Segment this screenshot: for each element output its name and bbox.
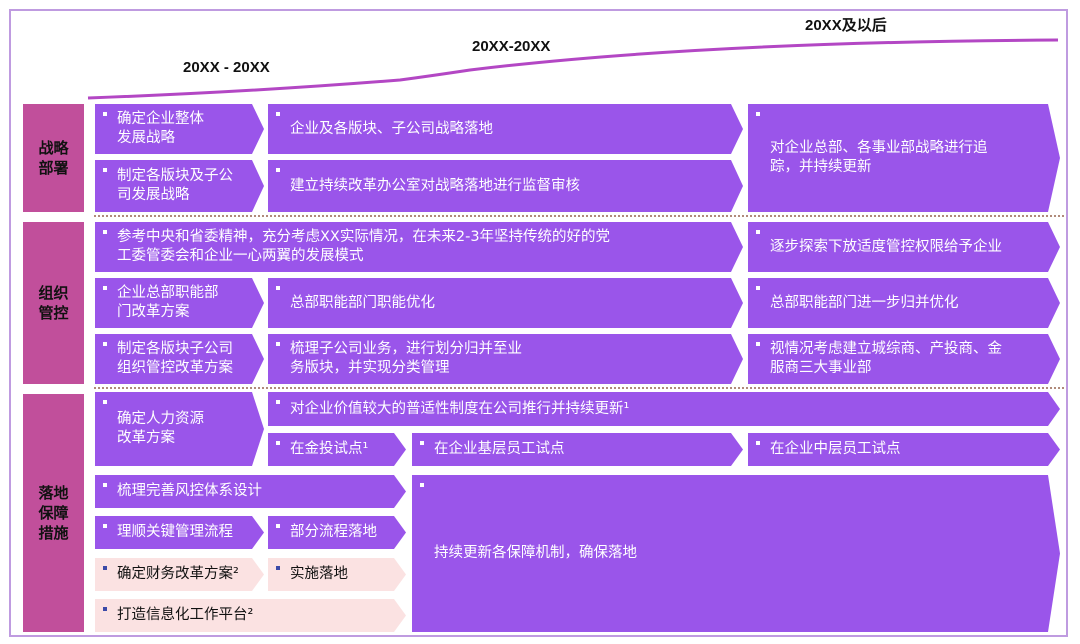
org-box-hq-plan: 企业总部职能部 门改革方案 [95, 278, 264, 328]
org-box-hq-optimize: 总部职能部门职能优化 [268, 278, 743, 328]
org-box-sub-plan: 制定各版块子公司 组织管控改革方案 [95, 334, 264, 384]
support-box-hr-plan: 确定人力资源 改革方案 [95, 392, 264, 466]
period-3-label: 20XX及以后 [805, 17, 887, 34]
support-box-risk-control: 梳理完善风控体系设计 [95, 475, 406, 508]
category-support-measures: 落地 保障 措施 [23, 394, 84, 632]
support-box-pilot-jintou: 在金投试点¹ [268, 433, 406, 466]
strategy-box-overall: 确定企业整体 发展战略 [95, 104, 264, 154]
org-box-sub-business: 梳理子公司业务，进行划分归并至业 务版块，并实现分类管理 [268, 334, 743, 384]
strategy-box-office: 建立持续改革办公室对战略落地进行监督审核 [268, 160, 743, 212]
strategy-box-tracking: 对企业总部、各事业部战略进行追 踪，并持续更新 [748, 104, 1060, 212]
separator-1 [94, 215, 1064, 217]
support-box-system-rollout: 对企业价值较大的普适性制度在公司推行并持续更新¹ [268, 392, 1060, 426]
separator-2 [94, 387, 1064, 389]
support-box-implement: 实施落地 [268, 558, 406, 591]
category-strategy: 战略 部署 [23, 104, 84, 212]
support-box-continuous-update: 持续更新各保障机制，确保落地 [412, 475, 1060, 632]
org-box-model: 参考中央和省委精神，充分考虑XX实际情况，在未来2-3年坚持传统的好的党 工委管… [95, 222, 743, 272]
org-box-business-units: 视情况考虑建立城综商、产投商、金 服商三大事业部 [748, 334, 1060, 384]
period-2-label: 20XX-20XX [472, 38, 551, 55]
support-box-process-landing: 部分流程落地 [268, 516, 406, 549]
support-box-pilot-base: 在企业基层员工试点 [412, 433, 743, 466]
support-box-key-process: 理顺关键管理流程 [95, 516, 264, 549]
support-box-pilot-middle: 在企业中层员工试点 [748, 433, 1060, 466]
timeline-curve [87, 38, 1059, 100]
strategy-box-segments: 制定各版块及子公 司发展战略 [95, 160, 264, 212]
org-box-hq-merge: 总部职能部门进一步归并优化 [748, 278, 1060, 328]
org-box-delegation: 逐步探索下放适度管控权限给予企业 [748, 222, 1060, 272]
period-1-label: 20XX - 20XX [183, 59, 270, 76]
support-box-finance-plan: 确定财务改革方案² [95, 558, 264, 591]
category-org-control: 组织 管控 [23, 222, 84, 384]
support-box-it-platform: 打造信息化工作平台² [95, 599, 406, 632]
strategy-box-landing: 企业及各版块、子公司战略落地 [268, 104, 743, 154]
